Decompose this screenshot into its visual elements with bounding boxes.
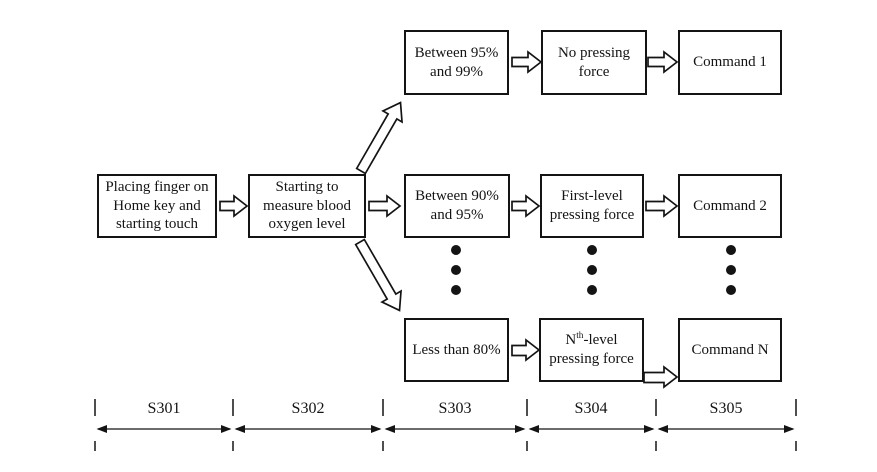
ellipsis-dots-range-column — [451, 245, 461, 295]
ellipsis-dots-command-column — [726, 245, 736, 295]
timeline-span-s303 — [384, 425, 526, 433]
step-box-placing-finger: Placing finger on Home key and starting … — [97, 174, 217, 238]
condition-box-between-95-99: Between 95% and 99% — [404, 30, 509, 95]
box-text-line: Between 90% — [415, 188, 499, 205]
box-text-line: Home key and — [113, 197, 201, 214]
flow-arrow-row2-force-to-command — [645, 194, 679, 218]
branch-arrow-up — [355, 101, 404, 175]
flow-arrow-measure-to-mid — [368, 194, 402, 218]
branch-arrow-down — [354, 238, 403, 312]
flow-arrow-row1-force-to-command — [647, 50, 679, 74]
force-box-first-level: First-level pressing force — [540, 174, 644, 238]
ellipsis-dots-force-column — [587, 245, 597, 295]
timeline-label-s301: S301 — [147, 400, 181, 417]
timeline-span-s305 — [657, 425, 795, 433]
box-text-line: starting touch — [115, 216, 199, 233]
box-text-line: Placing finger on — [105, 178, 209, 195]
timeline-span-s301 — [96, 425, 232, 433]
timeline-span-s304 — [528, 425, 655, 433]
timeline-label-s305: S305 — [709, 400, 743, 417]
box-text-line: pressing force — [549, 351, 634, 367]
box-text-line: Nth-level — [565, 331, 617, 350]
box-text-line: Starting to — [275, 178, 339, 195]
command-box-1: Command 1 — [678, 30, 782, 95]
flow-arrow-placing-to-measure — [219, 194, 249, 218]
timeline-label-s302: S302 — [291, 400, 325, 417]
nth-suffix: -level — [583, 332, 618, 349]
box-text-line: measure blood — [263, 197, 351, 214]
flow-arrow-row1-range-to-force — [511, 50, 543, 74]
timeline-label-s303: S303 — [438, 400, 472, 417]
box-text-line: oxygen level — [268, 216, 346, 233]
command-box-2: Command 2 — [678, 174, 782, 238]
box-text-line: and 99% — [430, 63, 483, 80]
nth-superscript: th — [576, 331, 584, 342]
box-text-line: First-level — [561, 188, 623, 205]
force-box-no-pressing: No pressing force — [541, 30, 647, 95]
box-text-line: No pressing — [557, 44, 631, 61]
timeline-ticks — [94, 399, 797, 451]
flow-arrow-row2-range-to-force — [511, 194, 541, 218]
command-box-n: Command N — [678, 318, 782, 382]
step-box-measure-oxygen: Starting to measure blood oxygen level — [248, 174, 366, 238]
box-text-line: and 95% — [430, 207, 484, 223]
box-text-line: Less than 80% — [412, 341, 501, 358]
flow-arrow-row3-force-to-command — [643, 365, 679, 389]
timeline-label-s304: S304 — [574, 400, 608, 417]
box-text-line: Command 1 — [693, 54, 767, 71]
box-text-line: Command N — [691, 341, 769, 358]
box-text-line: Command 2 — [693, 197, 767, 214]
timeline-span-s302 — [234, 425, 382, 433]
flow-arrow-row3-range-to-force — [511, 338, 541, 362]
nth-base: N — [565, 332, 577, 349]
box-text-line: Between 95% — [414, 44, 499, 61]
box-text-line: force — [578, 63, 610, 80]
force-box-nth-level: Nth-level pressing force — [539, 318, 644, 382]
condition-box-between-90-95: Between 90% and 95% — [404, 174, 510, 238]
condition-box-less-than-80: Less than 80% — [404, 318, 509, 382]
box-text-line: pressing force — [549, 207, 635, 223]
